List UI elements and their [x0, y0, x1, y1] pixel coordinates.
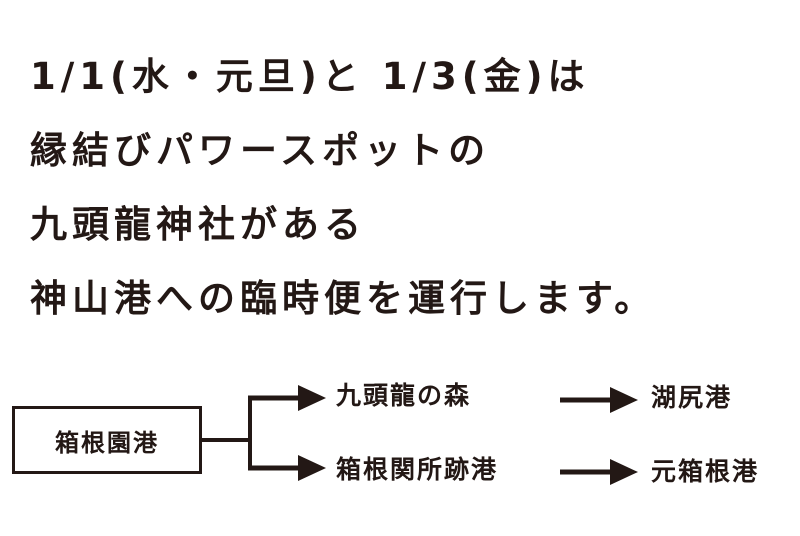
headline-line-1: 1/1(水・元旦)と 1/3(金)は: [30, 55, 590, 98]
headline-line-4: 神山港への臨時便を運行します。: [30, 277, 657, 320]
headline-line-2: 縁結びパワースポットの: [30, 129, 491, 172]
upper-onward-arrowhead: [610, 387, 638, 413]
lower-stop-label: 箱根関所跡港: [336, 455, 499, 484]
headline-line-3: 九頭龍神社がある: [30, 203, 366, 246]
lower-destination-label: 元箱根港: [651, 457, 760, 486]
origin-port-label: 箱根園港: [55, 428, 159, 457]
origin-port-box: 箱根園港: [12, 406, 202, 474]
lower-branch-arrowhead: [298, 455, 326, 481]
upper-destination-label: 湖尻港: [651, 383, 733, 412]
upper-branch-arrowhead: [298, 385, 326, 411]
upper-stop-label: 九頭龍の森: [336, 381, 472, 410]
lower-onward-arrowhead: [610, 459, 638, 485]
announcement-headline: 1/1(水・元旦)と 1/3(金)は 縁結びパワースポットの 九頭龍神社がある …: [30, 40, 656, 336]
